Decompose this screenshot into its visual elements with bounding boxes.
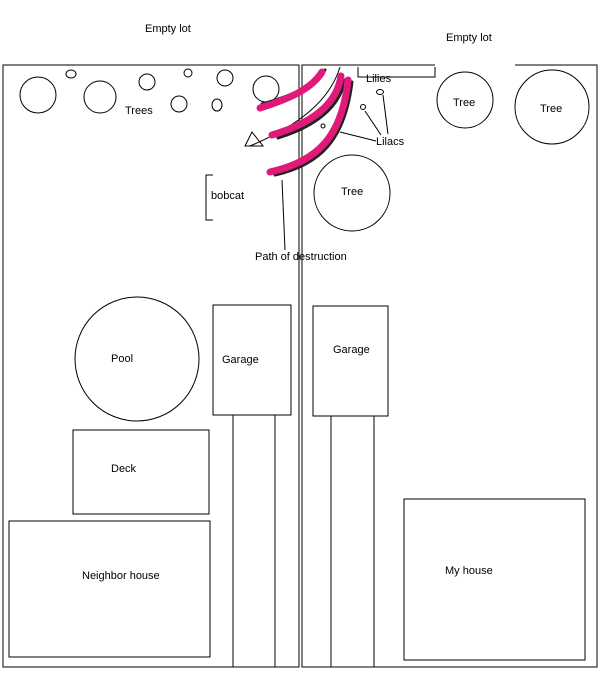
lilac xyxy=(376,89,384,95)
trees-group xyxy=(19,68,280,114)
bobcat-outline xyxy=(205,174,213,221)
path-of-destruction xyxy=(256,68,354,177)
lilac xyxy=(360,104,366,110)
neighbor-house-label: Neighbor house xyxy=(82,570,160,582)
driveway-right xyxy=(330,415,375,668)
lilacs-label: Lilacs xyxy=(376,136,405,148)
bobcat-track xyxy=(249,66,341,147)
garage-left-label: Garage xyxy=(222,354,259,366)
neighbor-lot xyxy=(2,64,300,668)
neighbor-house xyxy=(8,520,211,658)
garage-right xyxy=(312,305,389,417)
tree-label: Tree xyxy=(540,103,562,115)
my-lot xyxy=(301,64,598,668)
bobcat-label: bobcat xyxy=(211,190,244,202)
destruction-pointer xyxy=(281,179,286,251)
path-of-destruction-label: Path of destruction xyxy=(255,251,347,263)
pool xyxy=(74,296,200,422)
driveway-left xyxy=(232,415,276,667)
garage-right-label: Garage xyxy=(333,344,370,356)
lilac xyxy=(320,123,326,129)
deck xyxy=(72,429,210,515)
tree xyxy=(514,69,590,145)
garage-left xyxy=(212,304,292,416)
tree-label: Tree xyxy=(341,186,363,198)
empty-lot-right-label: Empty lot xyxy=(446,32,492,44)
lilacs-pointers xyxy=(339,94,389,142)
empty-lot-left-label: Empty lot xyxy=(145,23,191,35)
my-house-label: My house xyxy=(445,565,493,577)
deck-label: Deck xyxy=(111,463,137,475)
tree xyxy=(436,71,494,129)
lilies-label: Lilies xyxy=(366,73,392,85)
trees-label: Trees xyxy=(125,105,153,117)
pool-label: Pool xyxy=(111,353,133,365)
bobcat-triangle xyxy=(244,131,265,147)
tree xyxy=(313,154,391,232)
lilies-bed xyxy=(357,67,436,78)
my-house xyxy=(403,498,586,661)
tree-label: Tree xyxy=(453,97,475,109)
